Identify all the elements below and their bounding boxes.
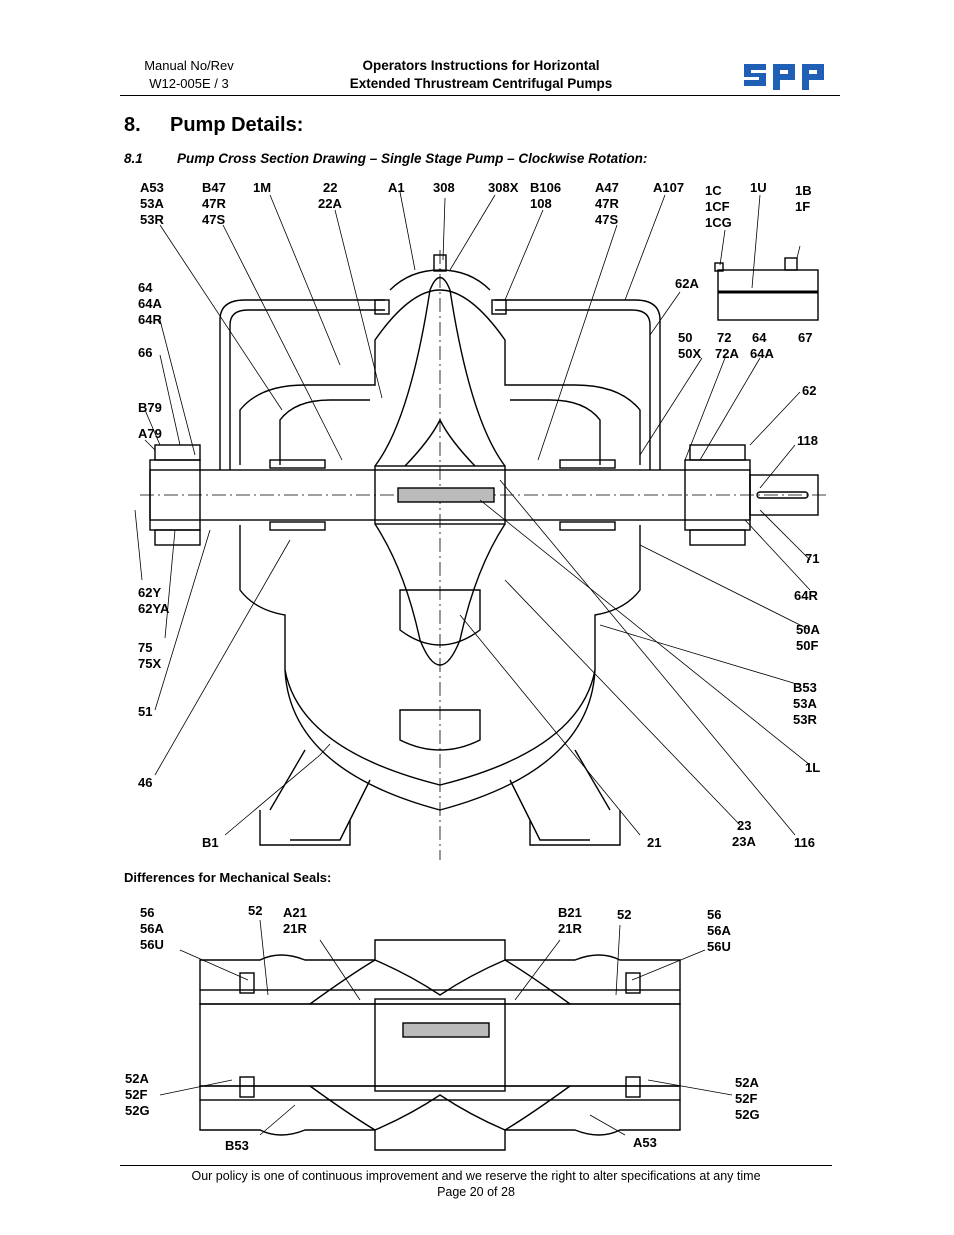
callout-62a: 62A	[675, 276, 699, 291]
footer-rule	[120, 1165, 832, 1166]
callout-1m: 1M	[253, 180, 271, 195]
section-number: 8.	[124, 114, 141, 136]
section-title: Pump Details:	[170, 114, 304, 136]
callout-64r: 64R	[794, 588, 818, 603]
callout-118: 118	[797, 433, 818, 448]
subsection-heading: 8.1 Pump Cross Section Drawing – Single S…	[124, 151, 647, 166]
callout-308x: 308X	[488, 180, 519, 195]
callout-a53-seal: A53	[633, 1135, 657, 1150]
manual-number: W12-005E / 3	[149, 76, 229, 91]
header-rule	[120, 95, 840, 96]
callout-21: 21	[647, 835, 661, 850]
leader-lines	[134, 191, 811, 836]
callout-a1: A1	[388, 180, 405, 195]
title-line-1: Operators Instructions for Horizontal	[362, 58, 600, 73]
callout-1l: 1L	[805, 760, 820, 775]
callout-62: 62	[802, 383, 816, 398]
callout-51: 51	[138, 704, 152, 719]
callout-b53-seal: B53	[225, 1138, 249, 1153]
callout-52-right: 52	[617, 907, 631, 922]
callout-308: 308	[433, 180, 455, 195]
document-title: Operators Instructions for Horizontal Ex…	[300, 57, 662, 93]
page-number: Page 20 of 28	[437, 1185, 515, 1199]
section-heading: 8. Pump Details:	[124, 114, 303, 137]
callout-116: 116	[794, 835, 815, 850]
callout-46: 46	[138, 775, 152, 790]
callout-b1: B1	[202, 835, 219, 850]
callout-1u: 1U	[750, 180, 767, 195]
subsection-title: Pump Cross Section Drawing – Single Stag…	[177, 151, 648, 166]
footer-policy: Our policy is one of continuous improvem…	[191, 1169, 761, 1183]
seals-heading: Differences for Mechanical Seals:	[124, 870, 332, 885]
page-footer: Our policy is one of continuous improvem…	[120, 1168, 832, 1200]
subsection-number: 8.1	[124, 151, 143, 166]
callout-67: 67	[798, 330, 812, 345]
callout-b79: B79	[138, 400, 162, 415]
callout-52-left: 52	[248, 903, 262, 918]
manual-label: Manual No/Rev	[144, 58, 234, 73]
pump-body-outline	[140, 250, 830, 860]
callout-66: 66	[138, 345, 152, 360]
spp-logo	[742, 58, 828, 90]
title-line-2: Extended Thrustream Centrifugal Pumps	[349, 76, 613, 91]
seal-leader-lines	[159, 919, 733, 1136]
callout-71: 71	[805, 551, 819, 566]
callout-a79: A79	[138, 426, 162, 441]
manual-reference: Manual No/Rev W12-005E / 3	[124, 57, 254, 93]
callout-a107: A107	[653, 180, 684, 195]
seal-body-outline	[199, 939, 681, 1151]
